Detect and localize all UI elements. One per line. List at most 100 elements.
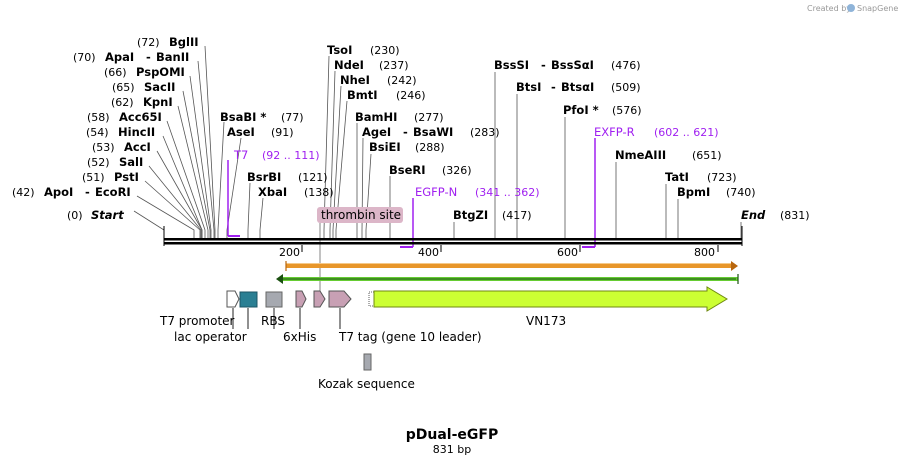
start-pos: (0) (67, 209, 83, 222)
left-site-leaders (133, 45, 216, 238)
site-pos: (62) (111, 96, 134, 109)
feature-track (226, 286, 728, 371)
site-pos: (53) (92, 141, 115, 154)
site-name: BssSαI (551, 58, 594, 72)
site-pos: (138) (304, 186, 334, 199)
kozak-box (363, 353, 372, 371)
site-sep: - (403, 125, 408, 139)
vn173-label: VN173 (526, 314, 566, 328)
primer-labels: T7 (92 .. 111) EGFP-N (341 .. 362) EXFP-… (233, 125, 719, 199)
site-pos: (77) (281, 111, 304, 124)
site-pos: (242) (387, 74, 417, 87)
feature-leaders (232, 308, 341, 329)
orange-forward-arrow (285, 261, 738, 271)
end-pos: (831) (780, 209, 810, 222)
thrombin-site-box (317, 207, 403, 223)
site-sep: - (551, 80, 556, 94)
site-sep: - (541, 58, 546, 72)
lac-operator-box (239, 291, 258, 308)
plasmid-size: 831 bp (433, 443, 471, 456)
thrombin-site: thrombin site (317, 207, 403, 293)
site-name: BsrBI (247, 170, 281, 184)
site-name: BtsI (516, 80, 541, 94)
site-name: ApaI (105, 50, 134, 64)
site-pos: (651) (692, 149, 722, 162)
orange-arrow-head (731, 261, 738, 271)
ruler-tick-label: 600 (557, 246, 578, 259)
green-arrow-head (276, 274, 283, 284)
green-reverse-arrow (276, 274, 739, 284)
primer-t7-label: T7 (233, 148, 248, 162)
start-label: Start (91, 208, 124, 222)
site-pos: (91) (271, 126, 294, 139)
primer-t7-range: (92 .. 111) (262, 149, 320, 162)
site-name: AseI (227, 125, 255, 139)
ruler-tick-label: 800 (694, 246, 715, 259)
site-pos: (283) (470, 126, 500, 139)
site-pos: (237) (379, 59, 409, 72)
site-pos: (417) (502, 209, 532, 222)
site-name: BsaBI * (220, 110, 266, 124)
site-name: BsaWI (413, 125, 453, 139)
site-pos: (58) (87, 111, 110, 124)
site-name: BssSI (494, 58, 529, 72)
site-name: NdeI (334, 58, 364, 72)
site-name: BamHI (355, 110, 397, 124)
site-name: NmeAIII (615, 148, 666, 162)
site-name: AccI (124, 140, 151, 154)
dna-strand-top (164, 238, 742, 241)
site-pos: (326) (442, 164, 472, 177)
plasmid-name: pDual-eGFP (406, 427, 498, 443)
watermark-brand: SnapGene (857, 4, 898, 13)
site-pos: (277) (414, 111, 444, 124)
t7-promoter-arrow (226, 290, 240, 308)
vn173-arrow (373, 286, 728, 312)
site-name: EcoRI (95, 185, 131, 199)
site-name: TsoI (327, 43, 352, 57)
site-name: PstI (114, 170, 139, 184)
site-name: Acc65I (119, 110, 162, 124)
site-name: PspOMI (136, 65, 185, 79)
site-pos: (42) (12, 186, 35, 199)
site-pos: (51) (82, 171, 105, 184)
site-name: NheI (340, 73, 370, 87)
site-name: BtgZI (453, 208, 488, 222)
rbs-label: RBS (261, 314, 285, 328)
site-name: HincII (118, 125, 155, 139)
site-pos: (246) (396, 89, 426, 102)
t7-promoter-label: T7 promoter (159, 314, 235, 328)
plasmid-title: pDual-eGFP 831 bp (406, 427, 498, 456)
site-pos: (72) (137, 36, 160, 49)
site-name: BtsαI (561, 80, 594, 94)
site-name: BmtI (347, 88, 378, 102)
site-pos: (509) (611, 81, 641, 94)
site-name: TatI (665, 170, 689, 184)
site-name: BglII (169, 35, 199, 49)
site-pos: (66) (104, 66, 127, 79)
site-name: KpnI (143, 95, 173, 109)
site-name: BsiEI (369, 140, 401, 154)
site-name: PfoI * (563, 103, 599, 117)
site-pos: (65) (112, 81, 135, 94)
kozak-label: Kozak sequence (318, 377, 415, 391)
ruler-tick-label: 200 (279, 246, 300, 259)
his-tag-arrow (295, 290, 307, 308)
thrombin-site-label: thrombin site (321, 208, 401, 222)
site-pos: (121) (298, 171, 328, 184)
site-pos: (576) (612, 104, 642, 117)
site-pos: (723) (707, 171, 737, 184)
thrombin-feature-arrow (313, 290, 326, 308)
watermark-prefix: Created by (807, 4, 851, 13)
site-pos: (740) (726, 186, 756, 199)
site-sep: - (85, 185, 90, 199)
lac-operator-label: lac operator (174, 330, 247, 344)
site-pos: (70) (73, 51, 96, 64)
ruler-tick-label: 400 (418, 246, 439, 259)
site-name: BpmI (677, 185, 710, 199)
site-name: BanII (156, 50, 189, 64)
primer-exfp-r-range: (602 .. 621) (654, 126, 719, 139)
primer-egfp-n-range: (341 .. 362) (475, 186, 540, 199)
vn173-start-hatch (368, 291, 375, 307)
mid-site-leaders (217, 55, 742, 238)
